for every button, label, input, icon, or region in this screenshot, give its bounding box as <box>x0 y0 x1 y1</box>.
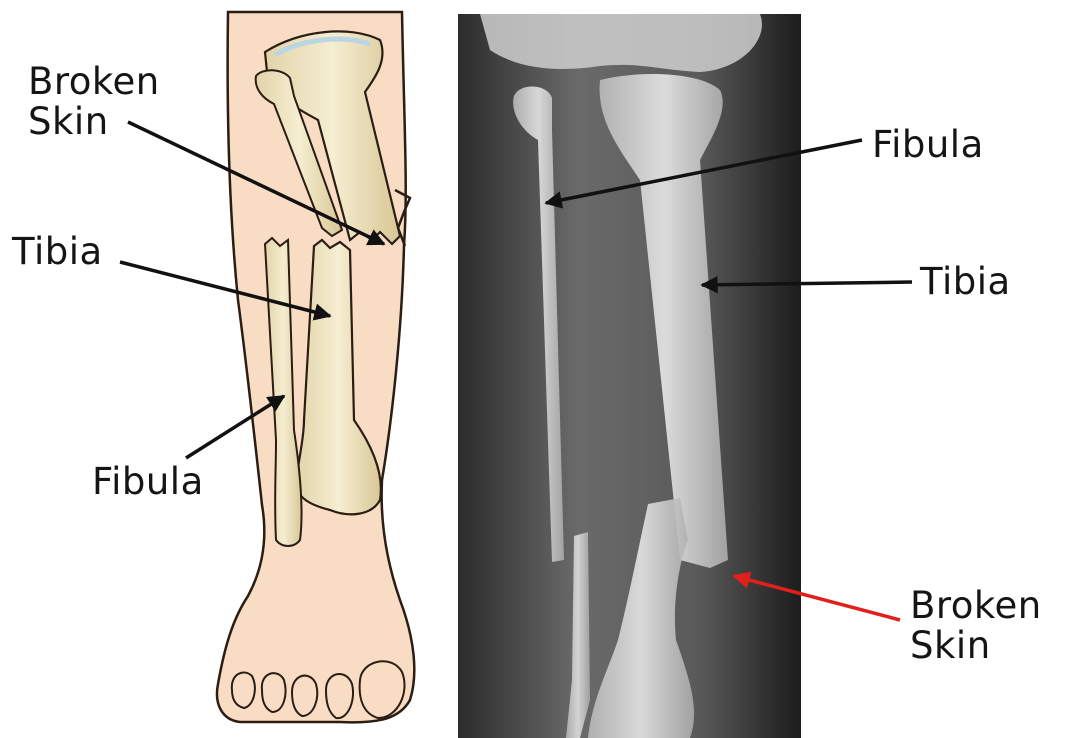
label-xray-broken-skin-line2: Skin <box>910 626 1042 666</box>
label-broken-skin-illustration: Broken Skin <box>28 62 160 142</box>
leg-illustration <box>217 12 414 722</box>
label-broken-skin-line1: Broken <box>28 62 160 102</box>
xray-image <box>458 14 801 738</box>
label-fibula-illustration: Fibula <box>92 462 204 502</box>
label-broken-skin-line2: Skin <box>28 102 160 142</box>
xray-knee <box>480 14 762 72</box>
label-tibia-xray: Tibia <box>920 262 1011 302</box>
label-xray-broken-skin-line1: Broken <box>910 586 1042 626</box>
label-broken-skin-xray: Broken Skin <box>910 586 1042 666</box>
label-tibia-illustration: Tibia <box>12 232 103 272</box>
label-fibula-xray: Fibula <box>872 125 984 165</box>
